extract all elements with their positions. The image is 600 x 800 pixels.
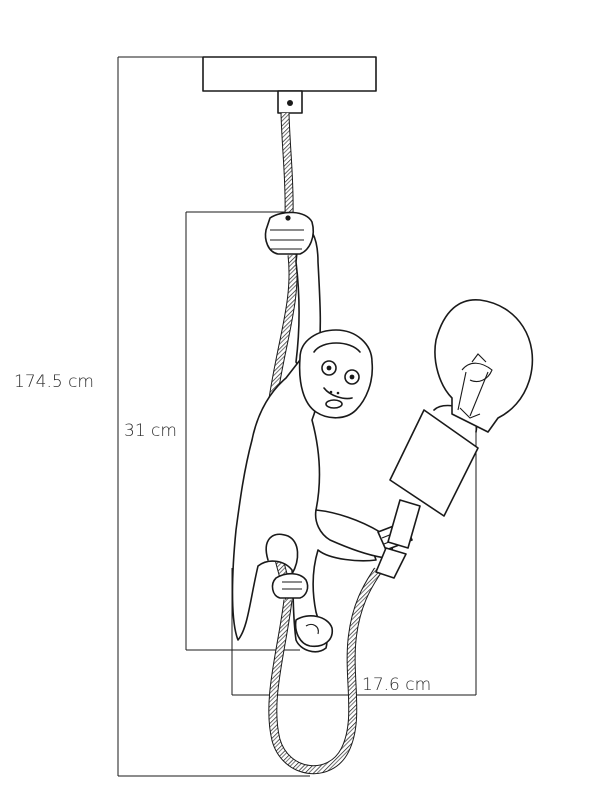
monkey-figure — [231, 211, 393, 653]
monkey-head — [298, 329, 374, 419]
lamp-socket — [375, 404, 479, 579]
lower-hand — [271, 572, 309, 599]
dimension-total-height — [117, 56, 310, 777]
monkey-height-label: 31 cm — [124, 421, 177, 441]
width-label: 17.6 cm — [362, 675, 431, 695]
monkey-foot — [294, 615, 334, 648]
ceiling-canopy — [202, 56, 377, 114]
lower-cord-loop — [268, 567, 382, 775]
light-bulb — [434, 299, 534, 433]
total-height-label: 174.5 cm — [14, 372, 94, 392]
upper-hand — [264, 211, 315, 255]
